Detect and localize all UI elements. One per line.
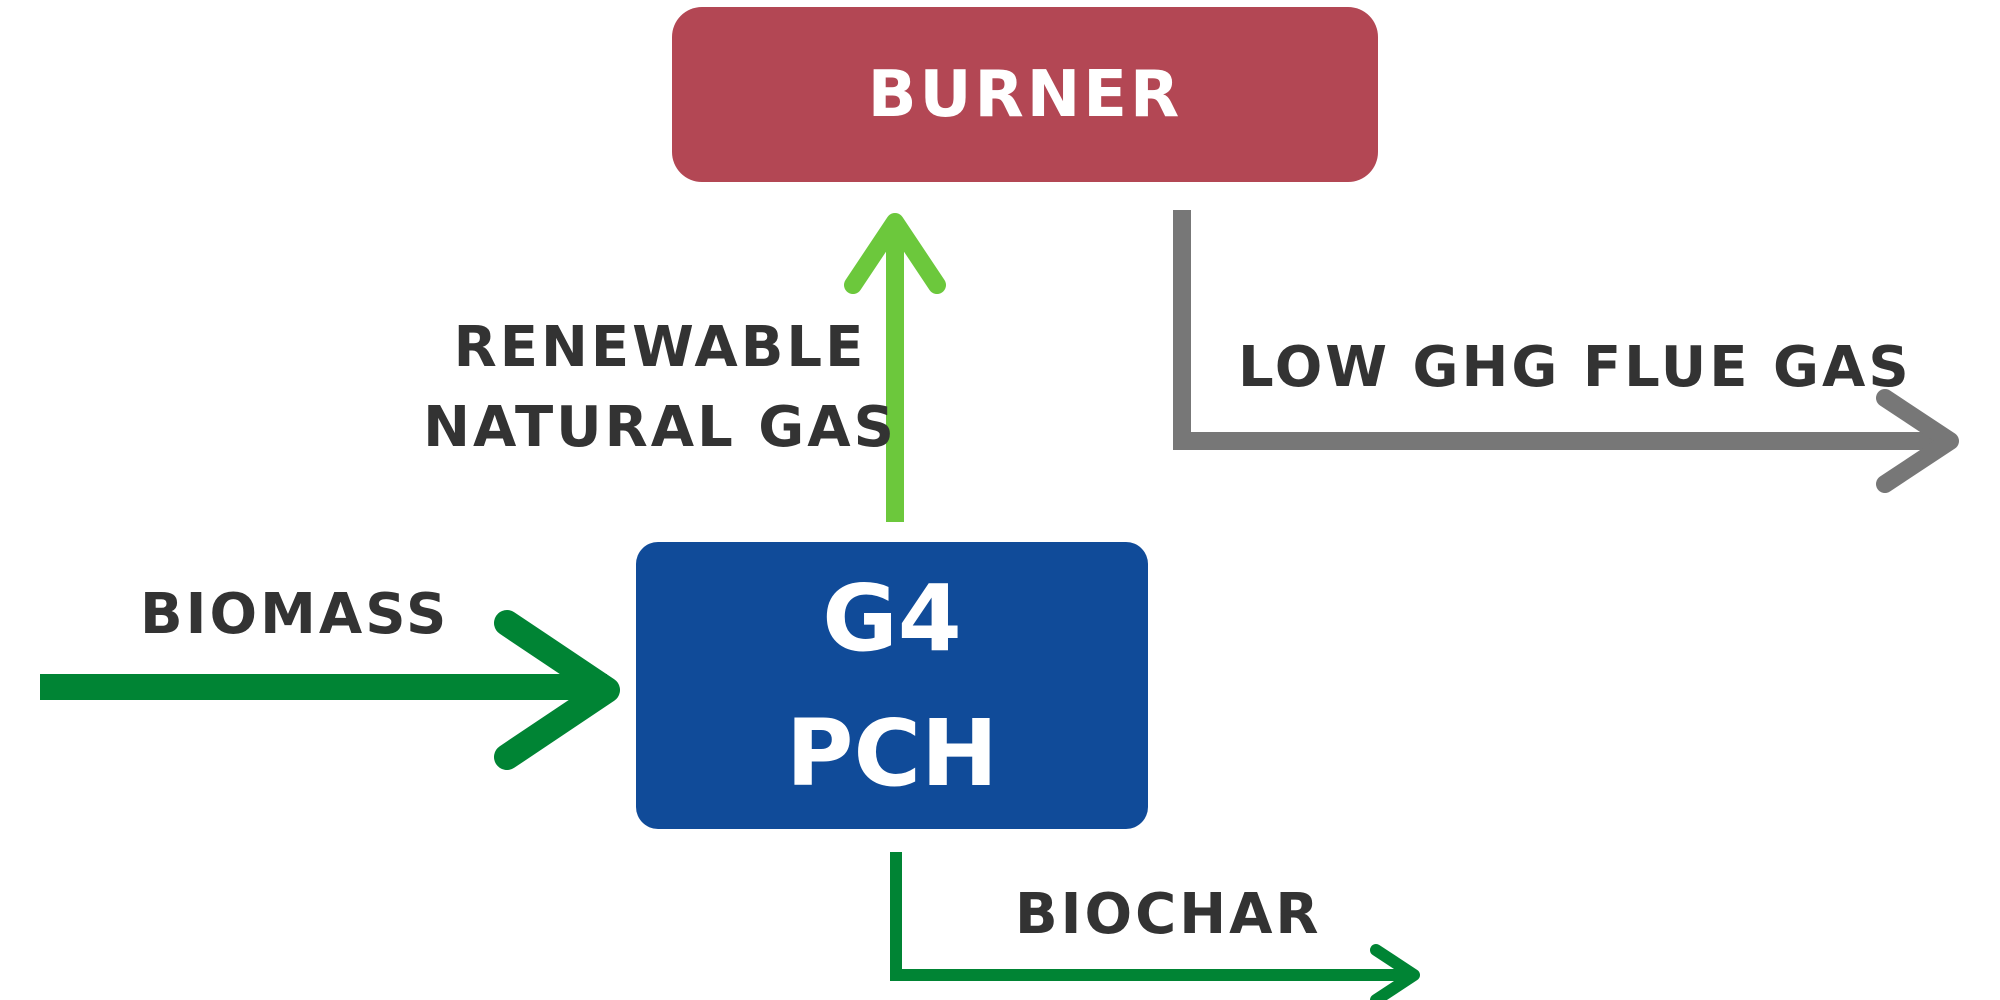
- biomass-label: BIOMASS: [140, 582, 450, 647]
- burner-box: BURNER: [672, 7, 1378, 182]
- renewable-natural-gas-arrow: [844, 213, 946, 522]
- biochar-arrow: [890, 852, 1420, 1000]
- low-ghg-flue-gas-label: LOW GHG FLUE GAS: [1238, 335, 1912, 400]
- biomass-arrow: [40, 610, 620, 770]
- pch-label-line1: G4: [822, 564, 962, 672]
- burner-label: BURNER: [867, 57, 1183, 132]
- low-ghg-flue-gas-arrow: [1173, 210, 1959, 493]
- g4-pch-box: G4 PCH: [636, 542, 1148, 829]
- pch-label-line2: PCH: [786, 699, 998, 807]
- biochar-label: BIOCHAR: [1015, 882, 1322, 947]
- renewable-natural-gas-label: RENEWABLE NATURAL GAS: [420, 308, 900, 468]
- renewable-natural-gas-label-line1: RENEWABLE: [453, 315, 867, 380]
- renewable-natural-gas-label-line2: NATURAL GAS: [423, 395, 897, 460]
